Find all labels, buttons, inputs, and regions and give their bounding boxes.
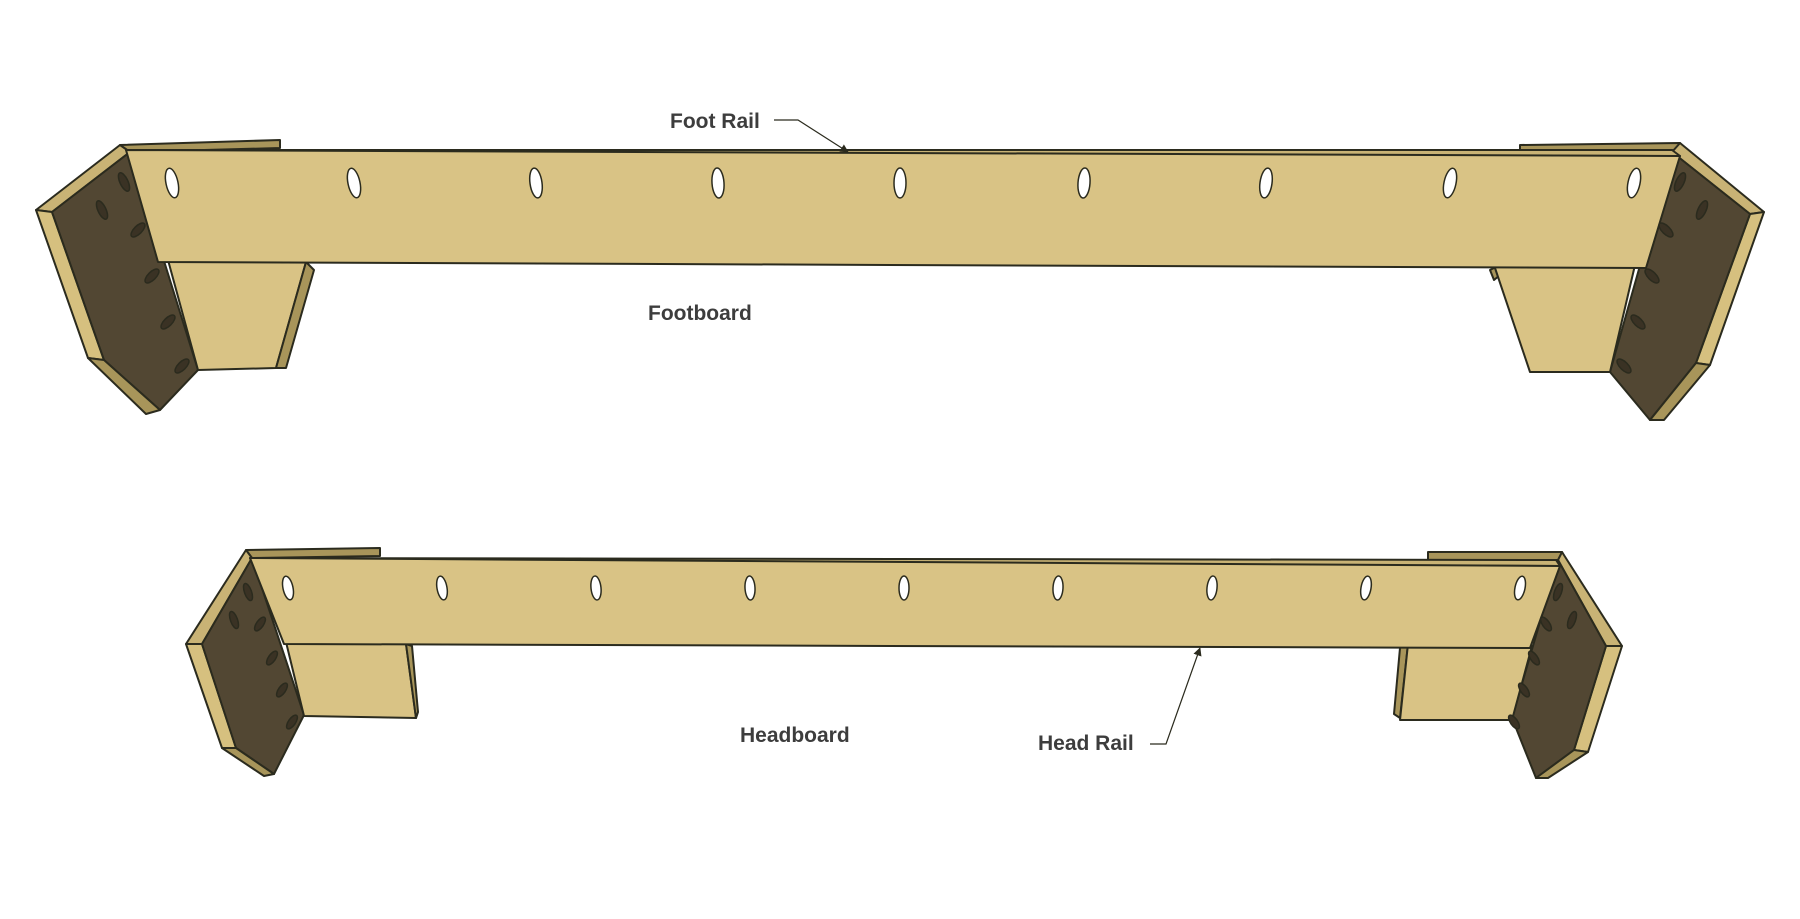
pocket-hole	[893, 167, 907, 199]
pocket-hole	[95, 200, 109, 220]
pocket-hole	[130, 222, 146, 238]
headboard-right-end-panel	[1427, 551, 1623, 779]
pocket-hole	[253, 616, 267, 632]
pocket-hole	[711, 167, 725, 199]
pocket-hole	[1695, 200, 1709, 220]
foot-rail-label: Foot Rail	[670, 110, 760, 133]
footboard-right-panel-pocket-holes	[1616, 172, 1709, 374]
pocket-hole	[285, 714, 299, 730]
pocket-hole	[1517, 682, 1531, 698]
pocket-hole	[590, 575, 602, 601]
pocket-hole	[1206, 575, 1218, 601]
pocket-hole	[1442, 167, 1458, 199]
footboard-assembly	[35, 139, 1765, 421]
headboard-right-panel-pocket-holes	[1507, 582, 1578, 730]
pocket-hole	[242, 582, 254, 602]
pocket-hole	[174, 358, 190, 374]
pocket-hole	[528, 167, 544, 199]
pocket-hole	[228, 610, 240, 630]
footboard-left-panel-pocket-holes	[95, 172, 190, 374]
pocket-hole	[164, 167, 180, 199]
pocket-hole	[346, 167, 362, 199]
pocket-hole	[1616, 358, 1632, 374]
footboard-label: Footboard	[648, 302, 752, 325]
headboard-right-leg-block	[1393, 643, 1533, 721]
head-rail-label: Head Rail	[1038, 732, 1134, 755]
pocket-hole	[1359, 575, 1373, 601]
head-rail-pocket-holes	[281, 575, 1527, 601]
pocket-hole	[1566, 610, 1578, 630]
pocket-hole	[265, 650, 279, 666]
pocket-hole	[1552, 582, 1564, 602]
headboard-left-panel-pocket-holes	[228, 582, 299, 730]
headboard-label: Headboard	[740, 724, 850, 747]
head-rail	[249, 557, 1561, 649]
pocket-hole	[1513, 575, 1527, 601]
pocket-hole	[275, 682, 289, 698]
pocket-hole	[435, 575, 449, 601]
pocket-hole	[1507, 714, 1521, 730]
footboard-left-end-panel	[35, 139, 281, 415]
pocket-hole	[1539, 616, 1553, 632]
foot-rail-leader-arrow	[774, 119, 849, 153]
pocket-hole	[744, 575, 756, 601]
pocket-hole	[1077, 167, 1091, 199]
pocket-hole	[1052, 575, 1064, 601]
foot-rail-pocket-holes	[164, 167, 1642, 199]
pocket-hole	[898, 575, 910, 601]
pocket-hole	[281, 575, 295, 601]
pocket-hole	[1658, 222, 1674, 238]
labels: Foot Rail Footboard Headboard Head Rail	[648, 110, 1202, 755]
head-rail-leader-arrow	[1150, 647, 1202, 745]
pocket-hole	[1673, 172, 1687, 192]
pocket-hole	[1630, 314, 1646, 330]
pocket-hole	[1527, 650, 1541, 666]
foot-rail	[125, 149, 1681, 269]
headboard-left-leg-block	[285, 641, 419, 719]
headboard-left-end-panel	[185, 547, 381, 777]
headboard-assembly	[185, 547, 1623, 779]
pocket-hole	[144, 268, 160, 284]
pocket-hole	[1644, 268, 1660, 284]
footboard-right-leg-block	[1489, 264, 1636, 373]
pocket-hole	[1626, 167, 1642, 199]
pocket-hole	[160, 314, 176, 330]
footboard-left-leg-block	[167, 259, 315, 371]
pocket-hole	[117, 172, 131, 192]
pocket-hole	[1258, 167, 1274, 199]
